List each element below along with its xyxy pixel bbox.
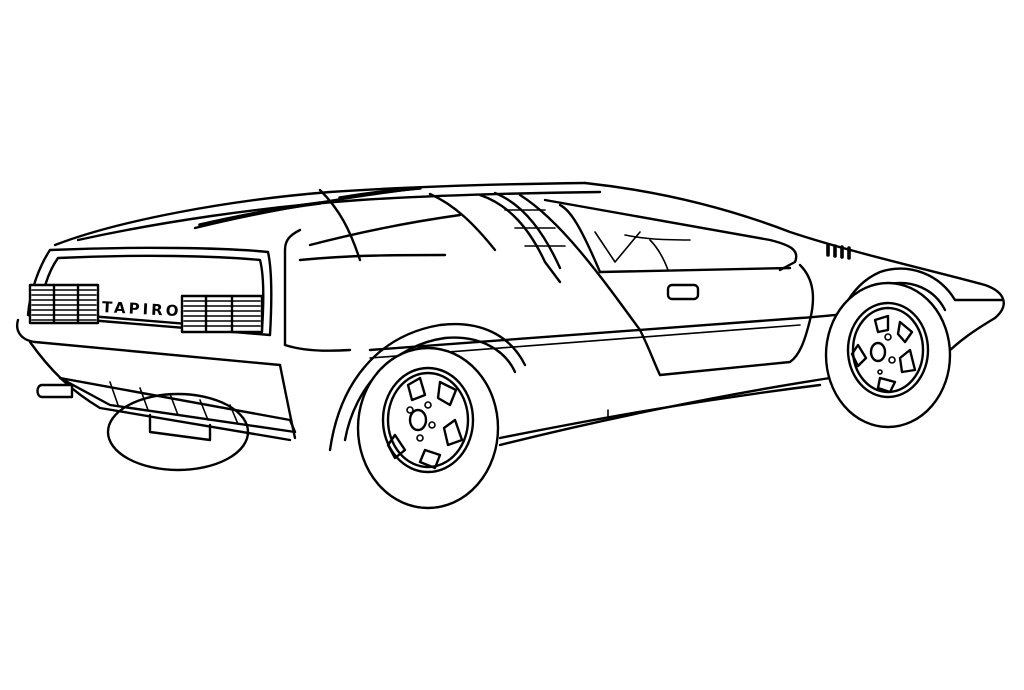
rear-left-wheel [106,392,250,472]
rear-end: TAPIRO [16,246,297,442]
rear-right-wheel [356,346,500,510]
left-tail-light [28,283,100,325]
front-wheel [824,281,952,429]
door-handle [666,283,700,301]
windows [478,191,798,377]
rear-diffuser [58,376,297,442]
rear-deck-louvers [193,186,497,262]
rear-badge: TAPIRO [102,298,182,320]
door [607,263,815,417]
exhaust-pipe [36,383,74,399]
right-tail-light [180,294,264,334]
car-body [53,181,1005,452]
